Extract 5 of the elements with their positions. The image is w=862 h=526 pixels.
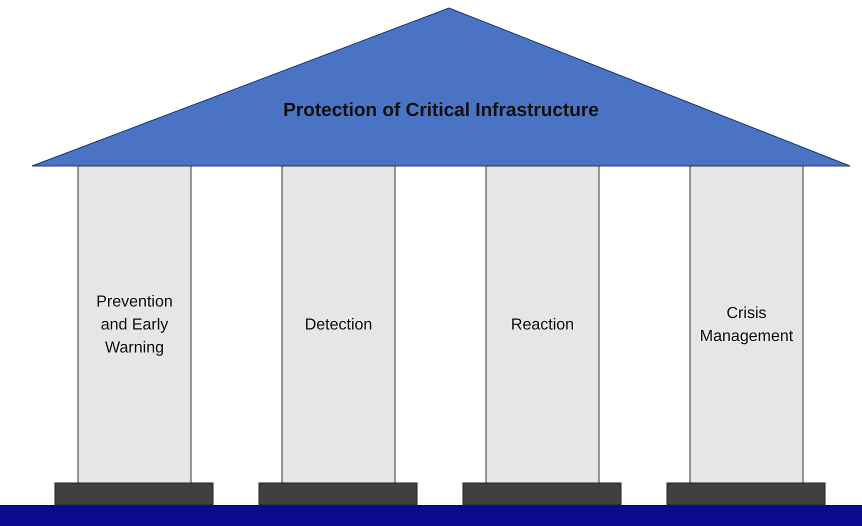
pillar-label: Crisis Management xyxy=(698,304,794,346)
roof-title: Protection of Critical Infrastructure xyxy=(282,100,600,122)
pillar-label: Prevention and Early Warning xyxy=(95,292,174,358)
pillar-label: Reaction xyxy=(510,315,576,335)
pillar-label: Detection xyxy=(304,315,374,335)
